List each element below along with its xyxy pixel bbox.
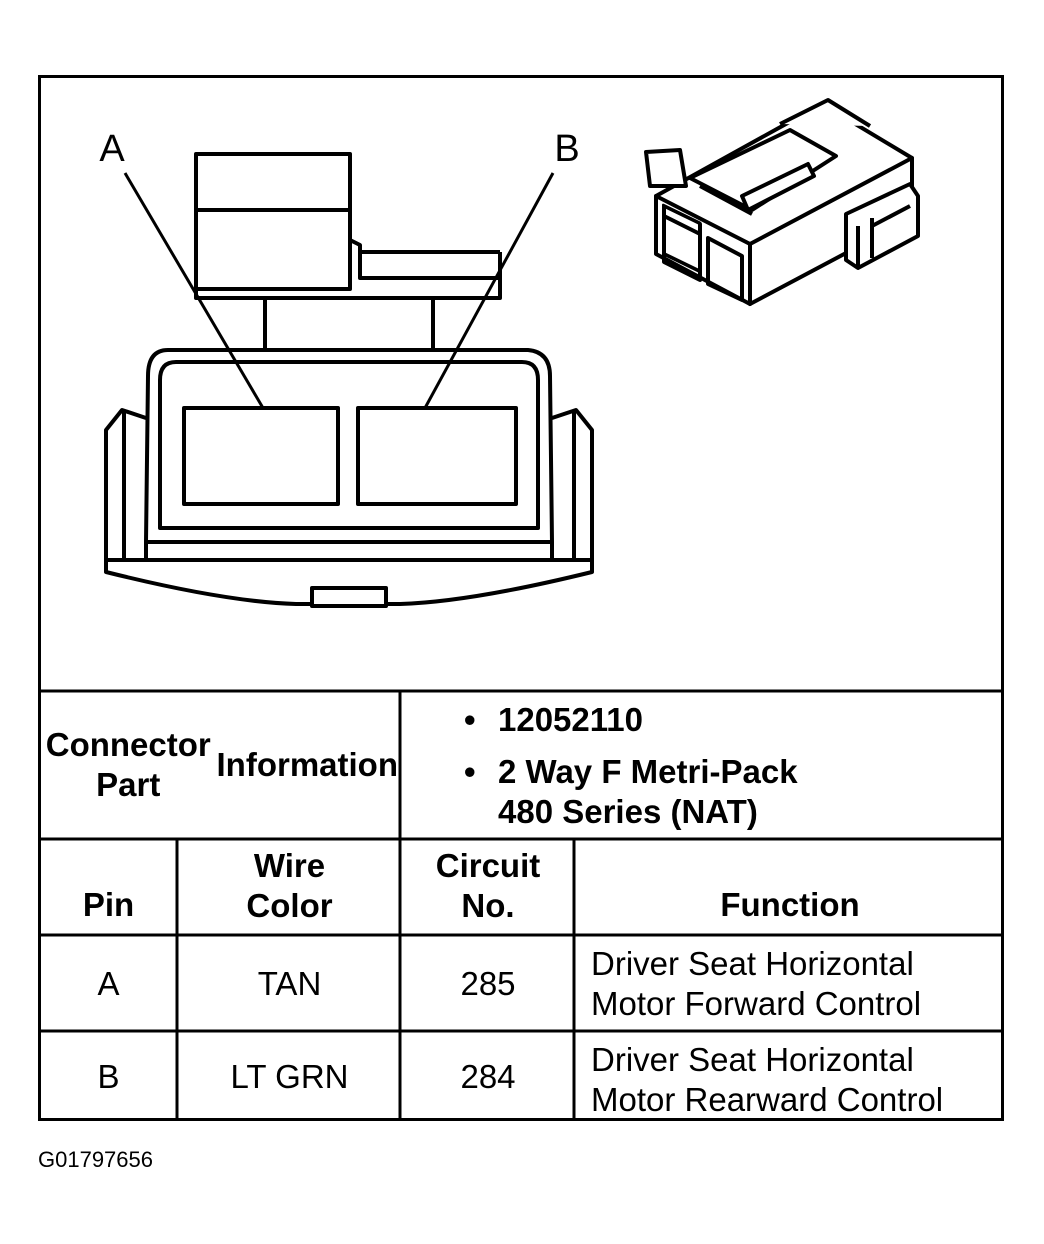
connector-description-line1: 2 Way F Metri-Pack [498, 753, 798, 790]
header-circuit-no: Circuit No. [435, 847, 541, 924]
cavity-a [182, 406, 340, 506]
header-pin: Pin [82, 886, 135, 923]
bullet: • [464, 753, 476, 790]
connector-part-info-label: Connector Part Information [45, 726, 398, 803]
connector-front-view [104, 152, 594, 608]
table-row-b-circuit: 284 [460, 1058, 516, 1095]
table-row-a-wire-color: TAN [257, 965, 322, 1002]
table-row-b-function: Driver Seat Horizontal Motor Rearward Co… [591, 1041, 944, 1118]
connector-isometric-view [644, 98, 920, 306]
table-row-a-pin: A [97, 965, 120, 1002]
table-row-b-wire-color: LT GRN [230, 1058, 349, 1095]
part-number: 12052110 [498, 701, 644, 738]
header-wire-color: Wire Color [246, 847, 333, 924]
bullet: • [464, 701, 476, 738]
header-function: Function [720, 886, 860, 923]
connector-description-line2: 480 Series (NAT) [498, 793, 758, 830]
figure-id: G01797656 [38, 1147, 153, 1172]
table-row-b-pin: B [97, 1058, 120, 1095]
pin-label-a: A [99, 128, 125, 170]
table-row-a-circuit: 285 [460, 965, 516, 1002]
pin-label-b: B [554, 128, 579, 170]
cavity-b [356, 406, 518, 506]
table-row-a-function: Driver Seat Horizontal Motor Forward Con… [591, 945, 922, 1022]
figure-frame [38, 75, 1004, 1121]
leader-lines [123, 172, 555, 409]
